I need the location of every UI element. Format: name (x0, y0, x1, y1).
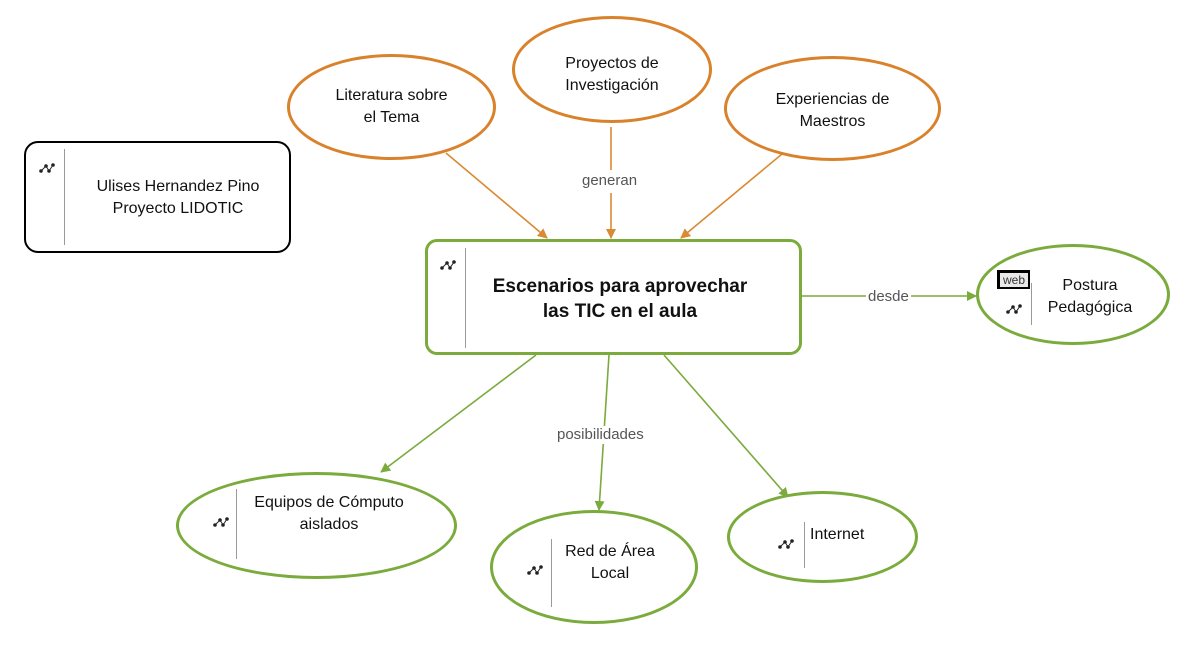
concept-literatura-line1: Literatura sobre (335, 87, 448, 104)
link-label-posibilidades: posibilidades (555, 426, 646, 444)
link-label-desde: desde (866, 288, 911, 306)
cmap-resource-icon[interactable] (1006, 303, 1022, 315)
link-label-generan: generan (580, 172, 640, 190)
concept-central-line1: Escenarios para aprovechar (492, 276, 748, 297)
concept-internet[interactable]: Internet (727, 491, 918, 583)
concept-red-line1: Red de Área (565, 543, 655, 560)
concept-experiencias-label: Experiencias de Maestros (727, 89, 938, 133)
concept-experiencias-line2: Maestros (799, 113, 866, 130)
concept-literatura[interactable]: Literatura sobre el Tema (287, 54, 496, 160)
arrow-literatura-to-central (445, 152, 548, 239)
concept-red-label: Red de Área Local (555, 541, 665, 585)
cmap-resource-icon[interactable] (440, 259, 456, 271)
concept-proyectos[interactable]: Proyectos de Investigación (512, 16, 712, 123)
node-divider (465, 248, 466, 348)
concept-postura[interactable]: web Postura Pedagógica (976, 244, 1170, 345)
cmap-resource-icon[interactable] (39, 162, 55, 174)
node-divider (551, 539, 552, 607)
concept-literatura-line2: el Tema (363, 109, 420, 126)
author-node[interactable]: Ulises Hernandez Pino Proyecto LIDOTIC (24, 141, 291, 253)
concept-internet-label: Internet (810, 526, 865, 543)
concept-postura-label: Postura Pedagógica (1035, 275, 1145, 319)
concept-equipos-line2: aislados (299, 516, 359, 533)
cmap-resource-icon[interactable] (778, 538, 794, 550)
concept-equipos-label: Equipos de Cómputo aislados (239, 492, 419, 536)
node-divider (1031, 283, 1032, 325)
arrow-central-to-internet (663, 354, 789, 498)
concept-experiencias[interactable]: Experiencias de Maestros (724, 56, 941, 161)
concept-postura-line1: Postura (1062, 277, 1118, 294)
concept-equipos-line1: Equipos de Cómputo (254, 494, 404, 511)
concept-proyectos-label: Proyectos de Investigación (515, 53, 709, 97)
node-divider (236, 489, 237, 559)
concept-equipos[interactable]: Equipos de Cómputo aislados (176, 472, 457, 579)
concept-red[interactable]: Red de Área Local (490, 510, 698, 624)
concept-postura-line2: Pedagógica (1047, 299, 1133, 316)
concept-central-line2: las TIC en el aula (542, 301, 698, 322)
concept-literatura-label: Literatura sobre el Tema (290, 85, 493, 129)
concept-proyectos-line2: Investigación (565, 77, 659, 94)
arrow-central-to-equipos (380, 354, 537, 473)
concept-experiencias-line1: Experiencias de (775, 91, 890, 108)
cmap-resource-icon[interactable] (527, 564, 543, 576)
concept-central-label: Escenarios para aprovechar las TIC en el… (470, 274, 770, 324)
arrow-experiencias-to-central (680, 153, 783, 239)
web-link-badge[interactable]: web (997, 270, 1031, 289)
author-project: Proyecto LIDOTIC (112, 200, 244, 217)
node-divider (64, 149, 65, 245)
author-label: Ulises Hernandez Pino Proyecto LIDOTIC (68, 176, 288, 220)
author-name: Ulises Hernandez Pino (96, 178, 260, 195)
cmap-resource-icon[interactable] (213, 516, 229, 528)
concept-red-line2: Local (590, 565, 630, 582)
concept-proyectos-line1: Proyectos de (565, 55, 659, 72)
concept-central[interactable]: Escenarios para aprovechar las TIC en el… (425, 239, 802, 355)
node-divider (804, 522, 805, 568)
